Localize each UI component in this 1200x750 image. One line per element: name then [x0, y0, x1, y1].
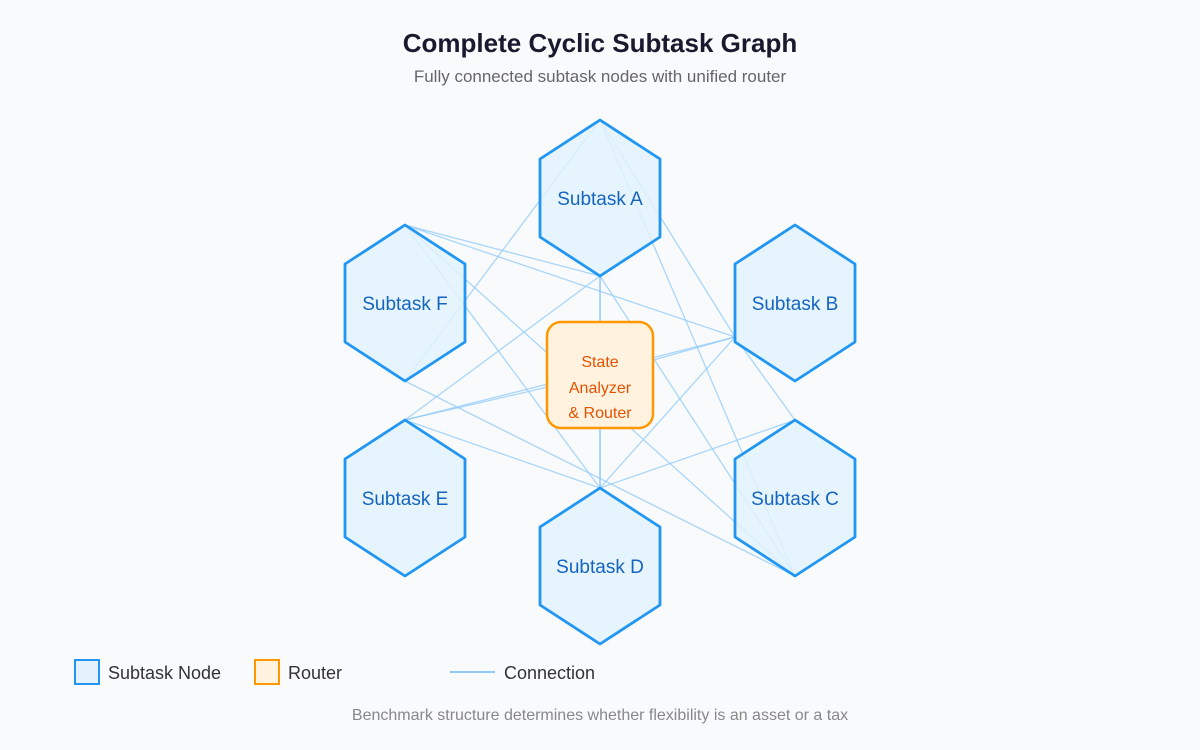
- router-label-line-1: State: [581, 354, 618, 371]
- edge-b-c-14: [734, 336, 796, 421]
- diagram-subtitle: Fully connected subtask nodes with unifi…: [414, 67, 787, 86]
- subtask-node-d: Subtask D: [538, 486, 662, 646]
- hexagon-shape: [343, 223, 467, 383]
- legend-router-swatch: [254, 659, 280, 685]
- hexagon-shape: [733, 418, 857, 578]
- subtask-node-label: Subtask F: [362, 294, 448, 315]
- legend-subtask-label: Subtask Node: [108, 663, 221, 683]
- subtask-node-label: Subtask C: [751, 489, 839, 510]
- edge-f-a-9: [404, 224, 601, 277]
- edge-a-e-3: [404, 275, 601, 421]
- hexagon-shape: [733, 223, 857, 383]
- diagram-title: Complete Cyclic Subtask Graph: [403, 28, 797, 58]
- hexagon-shape: [538, 486, 662, 646]
- subtask-node-label: Subtask A: [557, 189, 643, 210]
- subtask-node-a: Subtask A: [538, 118, 662, 278]
- subtask-nodes: Subtask A Subtask B Subtask C Subtask D Subt…: [343, 118, 857, 646]
- edge-b-d-13: [599, 336, 736, 489]
- subtask-node-e: Subtask E: [343, 418, 467, 578]
- router-box: [545, 320, 655, 430]
- hexagon-shape: [343, 418, 467, 578]
- legend-router-label: Router: [288, 663, 342, 683]
- edge-e-d-12: [404, 419, 601, 489]
- edge-d-c-15: [599, 419, 796, 489]
- subtask-node-label: Subtask B: [752, 294, 839, 315]
- legend: Subtask Node Router Connection: [74, 659, 595, 685]
- router-node: State Analyzer & Router: [545, 320, 655, 430]
- subtask-node-f: Subtask F: [343, 223, 467, 383]
- subtask-node-c: Subtask C: [733, 418, 857, 578]
- edge-f-b-6: [404, 224, 736, 338]
- legend-subtask-swatch: [74, 659, 100, 685]
- hexagon-shape: [538, 118, 662, 278]
- footer-caption: Benchmark structure determines whether f…: [352, 707, 848, 724]
- router-label-line-3: & Router: [568, 405, 632, 422]
- subtask-node-label: Subtask D: [556, 557, 644, 578]
- subtask-node-b: Subtask B: [733, 223, 857, 383]
- router-label-line-2: Analyzer: [569, 380, 632, 397]
- legend-connection-label: Connection: [504, 663, 595, 683]
- subtask-node-label: Subtask E: [362, 489, 449, 510]
